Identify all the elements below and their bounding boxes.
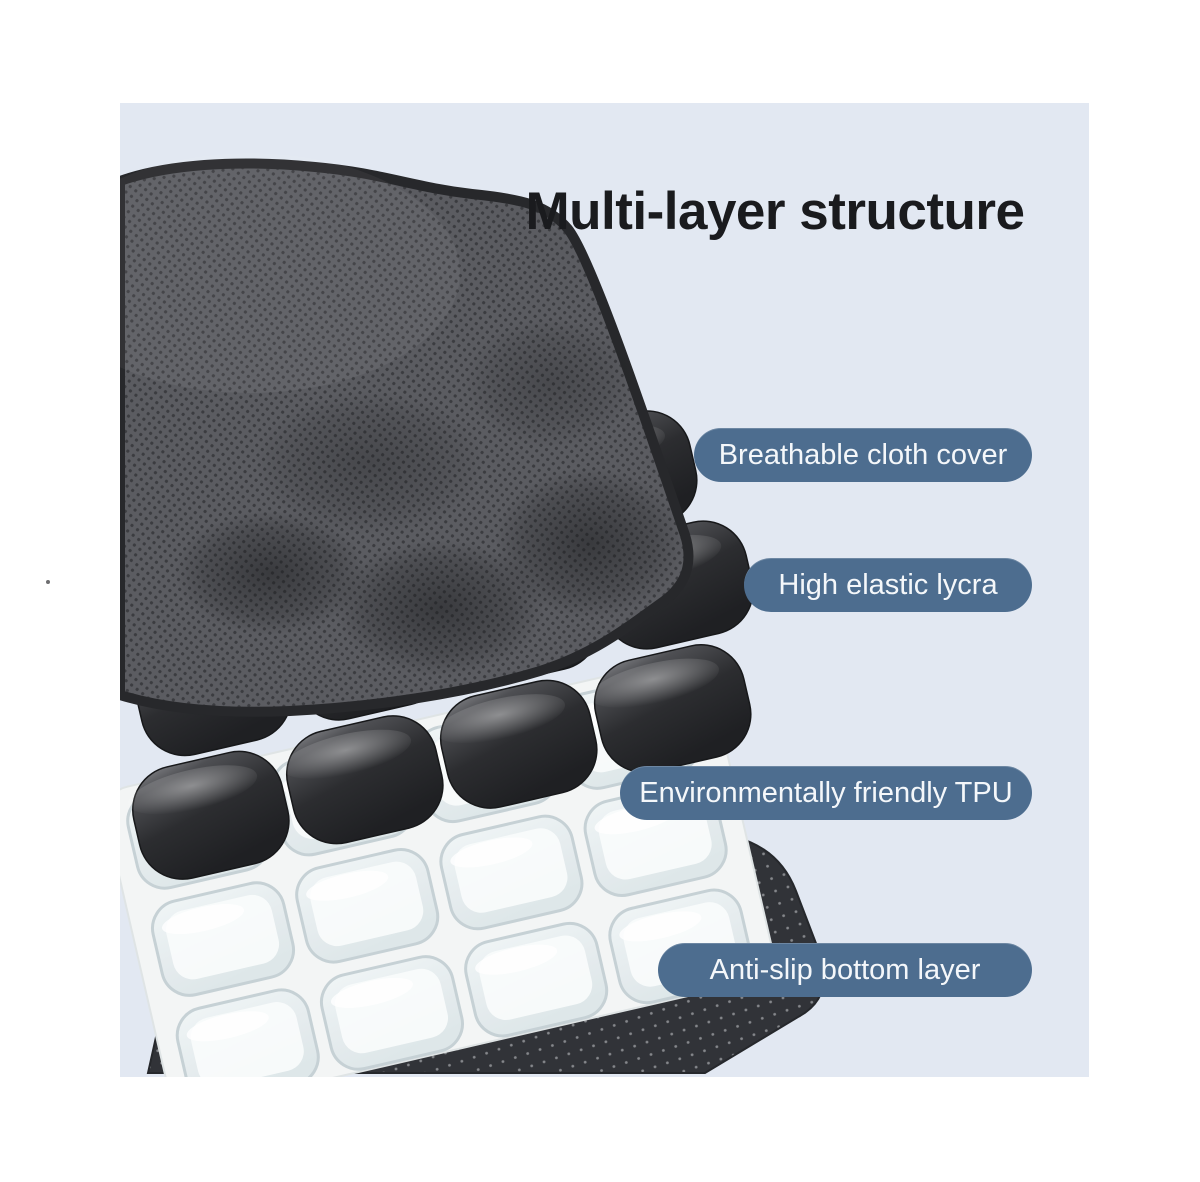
callout-anti-slip-bottom-layer: Anti-slip bottom layer [658, 943, 1032, 997]
callout-breathable-cloth-cover: Breathable cloth cover [694, 428, 1032, 482]
mesh-cover-layer [120, 153, 694, 717]
stray-speck [46, 580, 50, 584]
page-title: Multi-layer structure [525, 182, 1025, 241]
callout-environmentally-friendly-tpu: Environmentally friendly TPU [620, 766, 1032, 820]
callout-high-elastic-lycra: High elastic lycra [744, 558, 1032, 612]
cushion-exploded-illustration [120, 153, 826, 1077]
